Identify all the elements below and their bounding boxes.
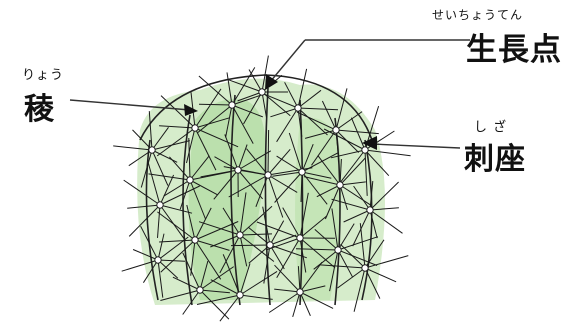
spine (231, 245, 270, 246)
areole (197, 287, 203, 293)
seichoten-ruby: せいちょうてん (432, 6, 523, 23)
areole (192, 237, 198, 243)
areole (265, 172, 271, 178)
areole (235, 167, 241, 173)
areole (237, 232, 243, 238)
areole (192, 125, 198, 131)
areole (297, 235, 303, 241)
areole (229, 102, 235, 108)
areole (267, 242, 273, 248)
shiza-leader (362, 136, 460, 150)
areole (187, 177, 193, 183)
shiza-ruby: し ざ (474, 116, 507, 135)
ryo-label: 稜 (24, 84, 55, 128)
ryo-ruby: りょう (22, 64, 64, 83)
areole (157, 202, 163, 208)
areole (333, 127, 339, 133)
areole (155, 257, 161, 263)
seichoten-leader (265, 40, 470, 90)
spine (199, 104, 232, 105)
shiza-label: 刺座 (464, 134, 526, 178)
seichoten-label: 生長点 (466, 24, 562, 69)
areole (149, 147, 155, 153)
areole (259, 89, 265, 95)
areole (295, 105, 301, 111)
areole (367, 207, 373, 213)
spine (268, 130, 269, 175)
areole (297, 289, 303, 295)
areole (237, 292, 243, 298)
areole (362, 265, 368, 271)
areole (299, 169, 305, 175)
areole (335, 247, 341, 253)
areole (362, 147, 368, 153)
areole (337, 182, 343, 188)
